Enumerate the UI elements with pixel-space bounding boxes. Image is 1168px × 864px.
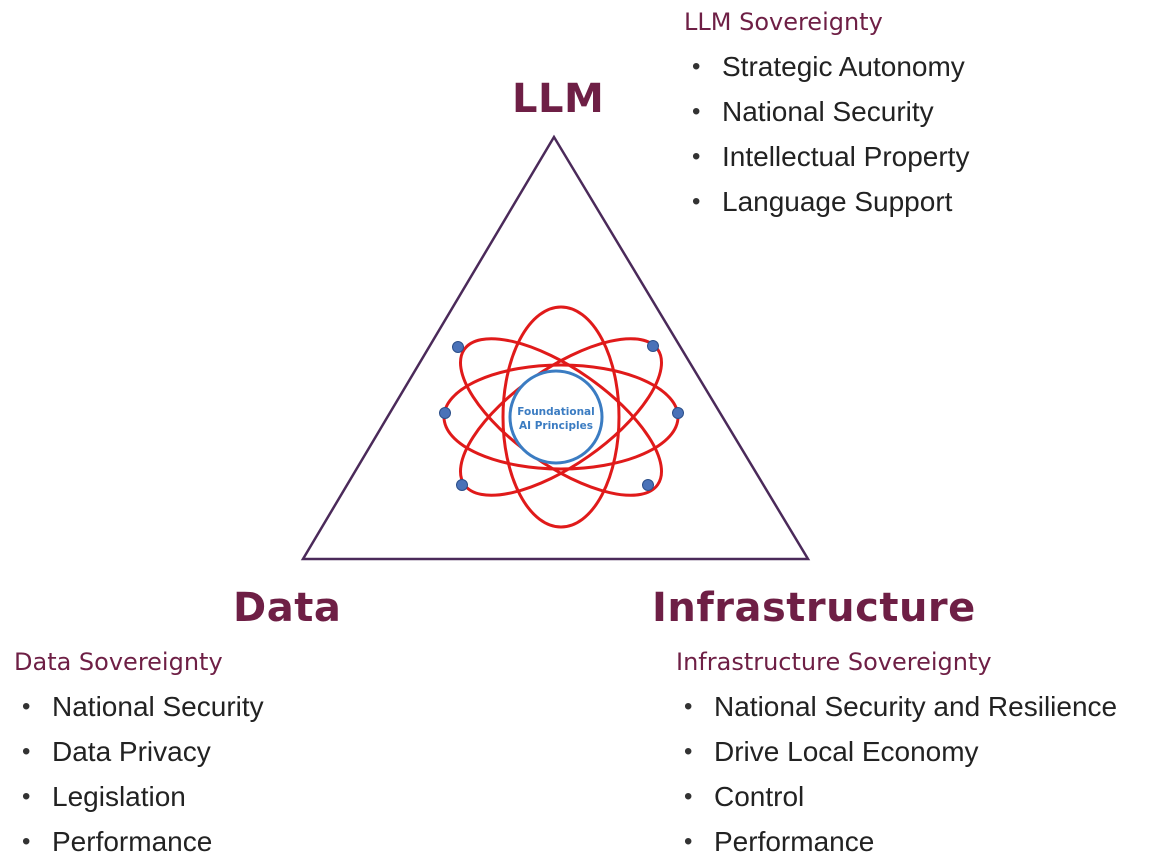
electron-dot (439, 407, 451, 419)
list-item: Performance (676, 819, 1117, 864)
list-item: Language Support (684, 179, 969, 224)
nucleus-label-line1: Foundational (517, 406, 595, 418)
data-sovereignty-list: National Security Data Privacy Legislati… (14, 684, 264, 864)
list-item: Legislation (14, 774, 264, 819)
data-sovereignty-group: Data Sovereignty National Security Data … (14, 648, 264, 864)
list-item: Strategic Autonomy (684, 44, 969, 89)
vertex-label-data: Data (233, 585, 342, 631)
list-item: Data Privacy (14, 729, 264, 774)
orbit-vertical (501, 305, 621, 529)
list-item: Control (676, 774, 1117, 819)
llm-sovereignty-group: LLM Sovereignty Strategic Autonomy Natio… (684, 8, 969, 224)
nucleus-circle (508, 369, 604, 465)
list-item: Intellectual Property (684, 134, 969, 179)
sovereignty-triangle (300, 134, 811, 561)
infrastructure-sovereignty-group: Infrastructure Sovereignty National Secu… (676, 648, 1117, 864)
electron-dot (672, 407, 684, 419)
list-item: Performance (14, 819, 264, 864)
infrastructure-sovereignty-list: National Security and Resilience Drive L… (676, 684, 1117, 864)
atom-graphic: Foundational AI Principles (439, 305, 684, 529)
llm-sovereignty-list: Strategic Autonomy National Security Int… (684, 44, 969, 224)
list-item: National Security and Resilience (676, 684, 1117, 729)
electron-dot (647, 340, 659, 352)
llm-sovereignty-heading: LLM Sovereignty (684, 8, 883, 36)
list-item: Drive Local Economy (676, 729, 1117, 774)
list-item: National Security (684, 89, 969, 134)
nucleus-label-line2: AI Principles (519, 420, 593, 432)
electron-dot (456, 479, 468, 491)
electron-dot (452, 341, 464, 353)
infrastructure-sovereignty-heading: Infrastructure Sovereignty (676, 648, 992, 676)
vertex-label-infrastructure: Infrastructure (652, 585, 976, 631)
electron-dot (642, 479, 654, 491)
list-item: National Security (14, 684, 264, 729)
data-sovereignty-heading: Data Sovereignty (14, 648, 223, 676)
vertex-label-llm: LLM (512, 76, 605, 122)
